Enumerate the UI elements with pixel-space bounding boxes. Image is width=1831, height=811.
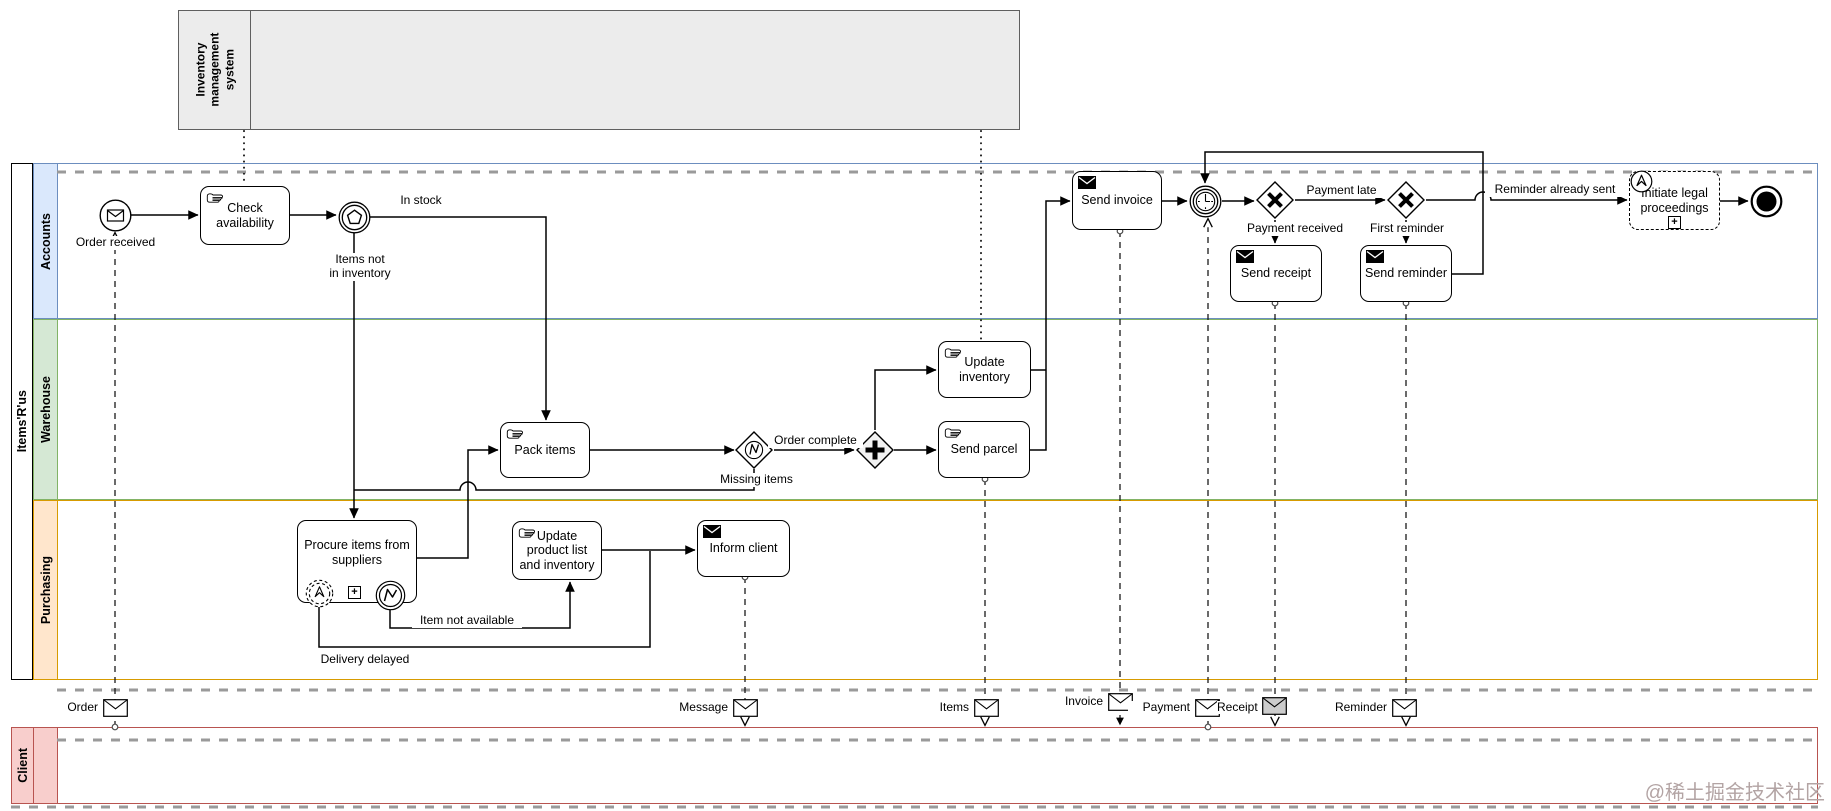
manual-task-icon bbox=[944, 348, 961, 358]
order-envelope-icon bbox=[103, 699, 128, 717]
label-reminder-already-sent: Reminder already sent bbox=[1485, 182, 1625, 197]
reminder-envelope-icon bbox=[1392, 699, 1417, 717]
manual-task-icon bbox=[518, 528, 535, 538]
label-order-complete: Order complete bbox=[768, 433, 863, 448]
error-boundary-event[interactable] bbox=[375, 580, 406, 611]
task-label: Initiate legal proceedings bbox=[1640, 186, 1709, 215]
x-icon bbox=[1267, 192, 1283, 208]
escalation-icon bbox=[314, 586, 325, 598]
parallel-gateway[interactable] bbox=[856, 431, 894, 469]
send-task-icon bbox=[1078, 176, 1096, 189]
lane-accounts-bar: Accounts bbox=[34, 164, 58, 318]
manual-task-icon bbox=[206, 193, 223, 203]
pool-client-label: Client bbox=[15, 748, 30, 783]
multiple-intermediate-event[interactable] bbox=[338, 201, 371, 234]
label-message-message: Message bbox=[663, 700, 728, 715]
pool-client-title-bar: Client bbox=[12, 728, 34, 803]
exclusive-gateway-reminder[interactable] bbox=[1387, 181, 1425, 219]
pentagon-icon bbox=[346, 209, 363, 225]
subprocess-plus-marker[interactable]: + bbox=[1668, 216, 1681, 229]
message-envelope-icon bbox=[733, 699, 758, 717]
label-in-stock: In stock bbox=[381, 193, 461, 208]
lane-purchasing-label: Purchasing bbox=[38, 555, 53, 625]
task-label: Update product list and inventory bbox=[519, 528, 595, 572]
lane-warehouse-bar: Warehouse bbox=[34, 320, 58, 499]
label-reminder-message: Reminder bbox=[1327, 700, 1387, 715]
task-label: Send parcel bbox=[950, 442, 1018, 457]
lane-accounts-label: Accounts bbox=[38, 212, 53, 270]
pool-client[interactable]: Client bbox=[11, 727, 1818, 804]
escalation-boundary-event[interactable] bbox=[305, 579, 334, 608]
label-order-message: Order bbox=[38, 700, 98, 715]
receipt-envelope-icon bbox=[1262, 697, 1287, 715]
label-items-not-in-inventory: Items not in inventory bbox=[314, 252, 406, 281]
label-order-received: Order received bbox=[62, 235, 169, 250]
label-delivery-delayed: Delivery delayed bbox=[315, 652, 415, 667]
x-icon bbox=[1398, 192, 1414, 208]
send-task-icon bbox=[1366, 250, 1384, 263]
manual-task-icon bbox=[506, 429, 523, 439]
exclusive-gateway-payment[interactable] bbox=[1256, 181, 1294, 219]
task-label: Procure items from suppliers bbox=[304, 538, 410, 567]
event-based-gateway[interactable] bbox=[735, 431, 773, 469]
plus-icon bbox=[865, 440, 885, 460]
task-label: Check availability bbox=[216, 201, 274, 230]
subprocess-plus-marker[interactable]: + bbox=[348, 586, 361, 599]
pool-inventory-title-bar: Inventory management system bbox=[179, 11, 251, 129]
task-label: Inform client bbox=[709, 541, 778, 556]
task-check-availability[interactable]: Check availability bbox=[200, 186, 290, 245]
clock-icon bbox=[1195, 191, 1216, 212]
pool-itemsrus-label: Items'R'us bbox=[15, 390, 29, 453]
lane-purchasing[interactable]: Purchasing bbox=[33, 500, 1818, 680]
label-item-not-available: Item not available bbox=[412, 613, 522, 628]
lane-warehouse-label: Warehouse bbox=[38, 376, 53, 443]
start-event-order-received[interactable] bbox=[99, 199, 132, 232]
task-pack-items[interactable]: Pack items bbox=[500, 422, 590, 478]
label-items-message: Items bbox=[905, 700, 969, 715]
lane-accounts[interactable]: Accounts bbox=[33, 163, 1818, 319]
message-icon bbox=[106, 209, 125, 222]
label-payment-late: Payment late bbox=[1299, 183, 1384, 198]
gateway-zigzag-icon bbox=[749, 443, 760, 455]
task-send-receipt[interactable]: Send receipt bbox=[1230, 245, 1322, 302]
terminate-end-event[interactable] bbox=[1750, 185, 1783, 218]
label-payment-received: Payment received bbox=[1240, 221, 1350, 236]
lane-warehouse[interactable]: Warehouse bbox=[33, 319, 1818, 500]
lane-purchasing-bar: Purchasing bbox=[34, 501, 58, 679]
label-receipt-message: Receipt bbox=[1217, 700, 1261, 715]
timer-intermediate-event[interactable] bbox=[1189, 185, 1222, 218]
task-inform-client[interactable]: Inform client bbox=[697, 520, 790, 577]
escalation-start-icon bbox=[1630, 170, 1653, 193]
pool-itemsrus-title-bar[interactable]: Items'R'us bbox=[11, 163, 33, 680]
task-label: Pack items bbox=[514, 442, 576, 457]
task-label: Send receipt bbox=[1240, 266, 1312, 281]
label-invoice-message: Invoice bbox=[1040, 694, 1103, 709]
invoice-envelope-icon bbox=[1108, 693, 1133, 711]
pool-inventory-system[interactable]: Inventory management system bbox=[178, 10, 1020, 130]
error-zigzag-icon bbox=[383, 588, 398, 602]
send-task-icon bbox=[703, 525, 721, 538]
task-send-parcel[interactable]: Send parcel bbox=[938, 421, 1030, 478]
send-task-icon bbox=[1236, 250, 1254, 263]
manual-task-icon bbox=[944, 428, 961, 438]
watermark: @稀土掘金技术社区 bbox=[1644, 782, 1825, 804]
task-label: Send invoice bbox=[1081, 193, 1153, 208]
task-update-inventory[interactable]: Update inventory bbox=[938, 341, 1031, 398]
pool-client-empty-lane-bar bbox=[34, 728, 58, 803]
label-missing-items: Missing items bbox=[714, 472, 799, 487]
label-first-reminder: First reminder bbox=[1362, 221, 1452, 236]
items-envelope-icon bbox=[974, 699, 999, 717]
pool-inventory-label: Inventory management system bbox=[192, 32, 236, 107]
task-label: Send reminder bbox=[1365, 266, 1447, 281]
task-send-reminder[interactable]: Send reminder bbox=[1360, 245, 1452, 302]
label-payment-message: Payment bbox=[1128, 700, 1190, 715]
task-update-product-list[interactable]: Update product list and inventory bbox=[512, 521, 602, 580]
task-send-invoice[interactable]: Send invoice bbox=[1072, 171, 1162, 230]
task-label: Update inventory bbox=[959, 355, 1010, 384]
